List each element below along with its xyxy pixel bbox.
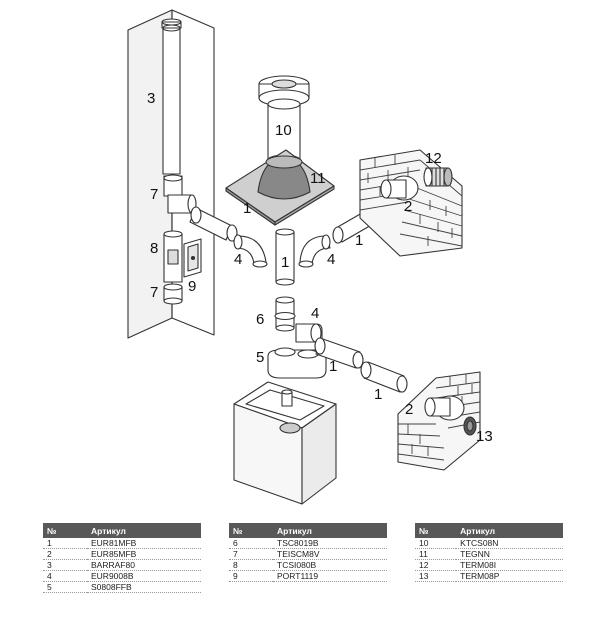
- tee-7-lower: [163, 283, 183, 305]
- column-header-no: №: [415, 523, 457, 538]
- inspection-pipe-8: [163, 230, 183, 283]
- elbow-4-right: [298, 234, 331, 268]
- elbow-4-left: [233, 234, 268, 268]
- row-no: 7: [229, 548, 273, 560]
- callout-2-upper: 2: [404, 198, 412, 215]
- access-plate-9: [183, 238, 202, 278]
- callout-2-lower: 2: [405, 401, 413, 418]
- row-no: 10: [415, 538, 457, 549]
- row-no: 11: [415, 548, 457, 560]
- callout-9: 9: [188, 278, 196, 295]
- row-no: 2: [43, 548, 87, 560]
- pipe-1-center: [275, 228, 295, 286]
- row-article: EUR81MFB: [87, 538, 201, 549]
- row-article: TCSI080B: [273, 559, 387, 571]
- row-article: TERM08P: [456, 570, 563, 582]
- row-no: 6: [229, 538, 273, 549]
- pipe-1-left: [189, 206, 238, 242]
- callout-4-left: 4: [234, 251, 242, 268]
- row-no: 1: [43, 538, 87, 549]
- row-no: 5: [43, 581, 87, 593]
- boiler: [233, 381, 337, 505]
- callout-13: 13: [476, 428, 493, 445]
- callout-1-lower-a: 1: [329, 358, 337, 375]
- tee-7-upper: [163, 174, 197, 214]
- row-article: EUR9008B: [87, 570, 201, 582]
- vertical-pipe-3: [161, 18, 182, 175]
- callout-3: 3: [147, 90, 155, 107]
- terminal-12: [423, 167, 453, 187]
- callout-5: 5: [256, 349, 264, 366]
- column-header-article: Артикул: [456, 523, 563, 538]
- flue-system-diagram: 3 7 8 9 7 1 4 10 11 1 4 1 2 12 6 4 5 1 1…: [127, 9, 493, 505]
- roof-flashing-11: [225, 149, 335, 226]
- adapter-6: [274, 296, 296, 332]
- terminal-13: [463, 416, 477, 436]
- callout-12: 12: [425, 150, 442, 167]
- elbow-4-lower: [295, 323, 323, 343]
- callout-4-right: 4: [327, 251, 335, 268]
- callout-1-upper-right: 1: [355, 232, 363, 249]
- row-no: 13: [415, 570, 457, 582]
- row-article: EUR85MFB: [87, 548, 201, 560]
- row-article: TEISCM8V: [273, 548, 387, 560]
- callout-8: 8: [150, 240, 158, 257]
- row-no: 3: [43, 559, 87, 571]
- callout-6: 6: [256, 311, 264, 328]
- pipe-1-lower-a: [314, 337, 364, 369]
- splitter-5: [267, 347, 327, 379]
- pipe-1-lower-b: [360, 361, 408, 393]
- row-article: KTCS08N: [456, 538, 563, 549]
- column-header-article: Артикул: [87, 523, 201, 538]
- row-article: TSC8019B: [273, 538, 387, 549]
- callout-1-left: 1: [243, 200, 251, 217]
- callout-4-lower: 4: [311, 305, 319, 322]
- callout-7-upper: 7: [150, 186, 158, 203]
- row-article: TERM08I: [456, 559, 563, 571]
- brick-wall-lower: [397, 371, 481, 471]
- callout-11: 11: [310, 170, 326, 187]
- row-article: TEGNN: [456, 548, 563, 560]
- row-no: 8: [229, 559, 273, 571]
- column-header-article: Артикул: [273, 523, 387, 538]
- callout-7-lower: 7: [150, 284, 158, 301]
- row-article: S0808FFB: [87, 581, 201, 593]
- row-no: 9: [229, 570, 273, 582]
- column-header-no: №: [43, 523, 87, 538]
- row-no: 12: [415, 559, 457, 571]
- column-header-no: №: [229, 523, 273, 538]
- callout-1-lower-b: 1: [374, 386, 382, 403]
- row-article: PORT1119: [273, 570, 387, 582]
- callout-10: 10: [275, 122, 292, 139]
- row-no: 4: [43, 570, 87, 582]
- callout-1-center: 1: [281, 254, 289, 271]
- row-article: BARRAF80: [87, 559, 201, 571]
